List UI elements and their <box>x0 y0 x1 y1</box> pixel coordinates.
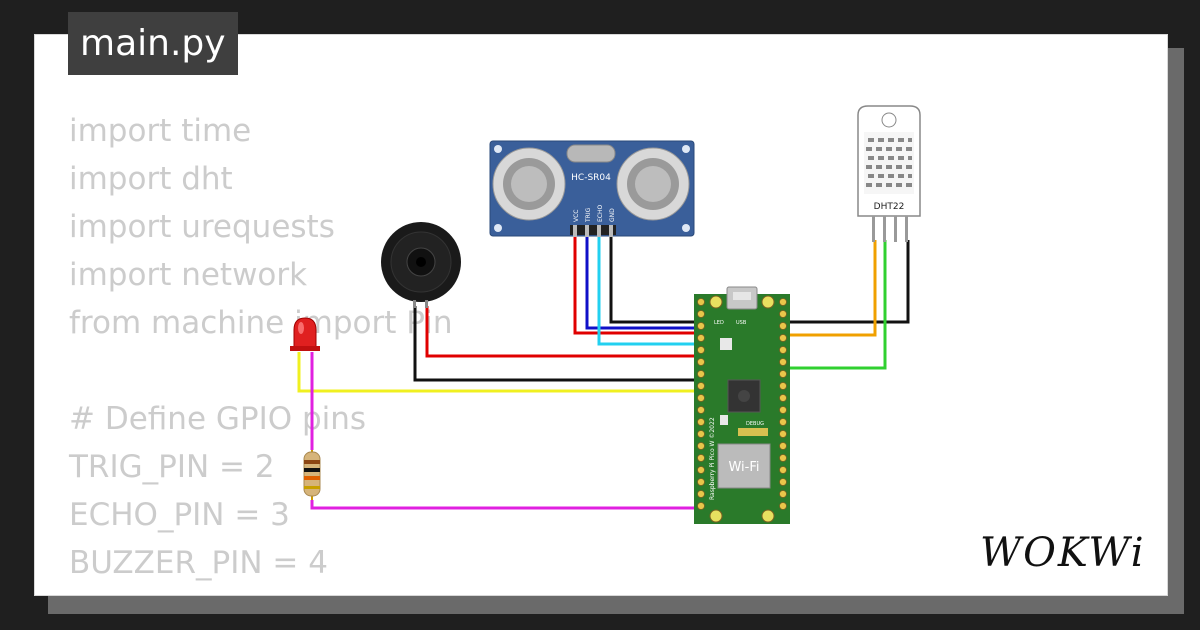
resistor[interactable] <box>303 451 321 497</box>
pico-wifi-label: Wi-Fi <box>728 460 759 475</box>
ultrasonic-transducer-left <box>492 147 566 221</box>
wire-green-dht-data <box>782 240 887 370</box>
code-line: import dht <box>69 161 233 197</box>
buzzer[interactable] <box>381 222 461 308</box>
pico-debug-label: DEBUG <box>746 421 764 427</box>
wokwi-logo: WOKWi <box>980 530 1146 576</box>
code-line: import network <box>69 257 308 293</box>
code-line: TRIG_PIN = 2 <box>69 449 275 485</box>
ultrasonic-sensor[interactable]: HC-SR04 VCC TRIG ECHO GND <box>489 140 695 237</box>
code-line: BUZZER_PIN = 4 <box>69 545 328 581</box>
wire-blue-trig <box>585 235 695 330</box>
pico-usb-label: USB <box>736 320 747 326</box>
ultrasonic-transducer-right <box>616 147 690 221</box>
red-led[interactable] <box>290 317 320 351</box>
file-tab-title[interactable]: main.py <box>68 12 238 75</box>
pico-led-label: LED <box>714 320 724 326</box>
wire-red-buzzer <box>425 306 695 358</box>
dht22-label: DHT22 <box>874 202 905 212</box>
code-line: import time <box>69 113 252 149</box>
pico-w-board[interactable]: LED USB DEBUG Wi-Fi Raspberry Pi Pico W … <box>694 286 790 524</box>
wire-black-buzzer <box>413 306 695 382</box>
wire-black-ultrasonic-gnd <box>609 235 695 324</box>
code-line: import urequests <box>69 209 335 245</box>
pico-model-text: Raspberry Pi Pico W ©2022 <box>709 417 716 500</box>
wire-cyan-echo <box>597 235 695 346</box>
pin-label-gnd: GND <box>609 208 616 222</box>
pin-label-echo: ECHO <box>597 205 604 222</box>
wire-orange-dht-vcc <box>782 240 877 337</box>
code-line: # Define GPIO pins <box>69 401 367 437</box>
code-line: DHT_PIN = 5 <box>69 587 453 595</box>
dht22-sensor[interactable]: DHT22 <box>857 105 921 242</box>
svg-text:WOKWi: WOKWi <box>980 530 1146 576</box>
pin-label-trig: TRIG <box>585 207 592 223</box>
pin-label-vcc: VCC <box>573 210 580 222</box>
wire-red-ultrasonic-vcc <box>573 235 695 335</box>
wire-black-pico-dht-gnd <box>782 240 910 324</box>
wire-yellow-led <box>297 352 695 393</box>
ultrasonic-label: HC-SR04 <box>571 173 611 183</box>
code-line: ECHO_PIN = 3 <box>69 497 290 533</box>
project-preview-card: import time import dht import urequests imp… <box>34 34 1168 596</box>
